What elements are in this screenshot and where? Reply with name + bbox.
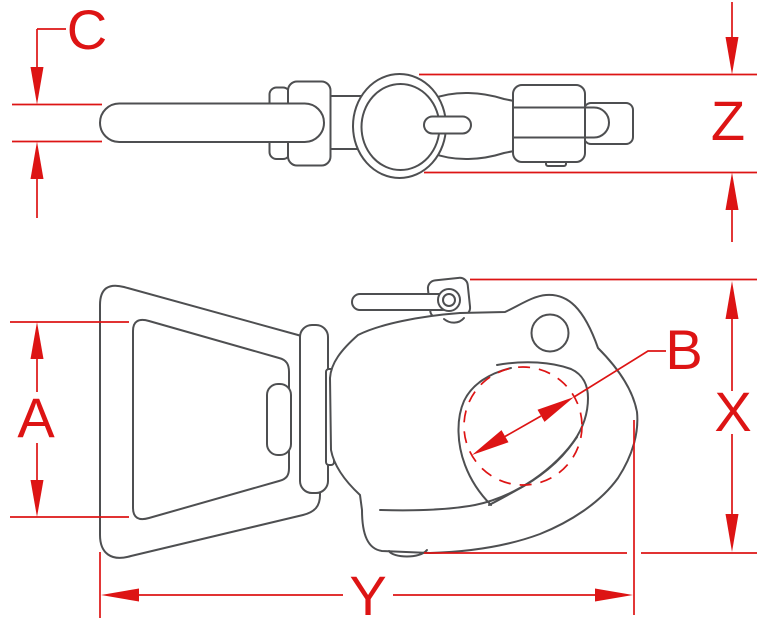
dimension-label-b: B [665,318,702,381]
release-plunger-pin [351,293,451,311]
swivel-eye-inner [132,318,290,521]
pivot-plate-notch [443,317,465,324]
hook-eye-hole [530,313,570,353]
swivel-barrel [299,324,329,494]
dimension-a: A [10,321,129,518]
opening-left-edge [457,367,512,506]
pivot-boss-inner [442,293,456,307]
z-arrow-down [725,37,739,75]
dimension-y: Y [99,420,635,627]
a-arrow-down [30,480,44,517]
swivel-eye-slot [266,383,292,456]
b-diameter-line [504,415,542,438]
a-arrow-up [30,322,44,359]
shackle-body-and-hook [329,293,639,554]
dimension-z: Z [419,2,757,242]
b-dashed-circle [463,366,583,486]
c-arrow-up [30,141,44,179]
clevis-slot [512,106,610,139]
dimension-label-a: A [17,386,55,449]
clevis-block [512,84,586,163]
dimension-b: B [463,318,703,486]
dimension-label-c: C [67,0,107,61]
gate-top-edge [379,436,578,512]
y-arrow-right [595,588,633,602]
dimension-label-x: X [714,380,751,443]
x-arrow-up [725,281,739,319]
dimension-c: C [12,0,107,218]
c-arrow-down [30,67,44,105]
dimension-x: X [424,278,757,554]
dimension-label-y: Y [349,564,386,627]
front-view [99,276,639,559]
y-arrow-left [101,588,139,602]
bail-bar-profile [99,102,325,143]
b-leader [573,350,666,398]
side-profile-view [99,73,634,179]
b-arrow-lower-left [472,430,509,455]
release-pin-profile [423,115,472,135]
x-arrow-down [725,514,739,552]
b-arrow-upper-right [537,397,574,422]
z-arrow-up [725,172,739,210]
gate-bottom-bump [388,549,428,558]
dimension-label-z: Z [711,89,745,152]
pivot-boss-outer [437,288,461,312]
